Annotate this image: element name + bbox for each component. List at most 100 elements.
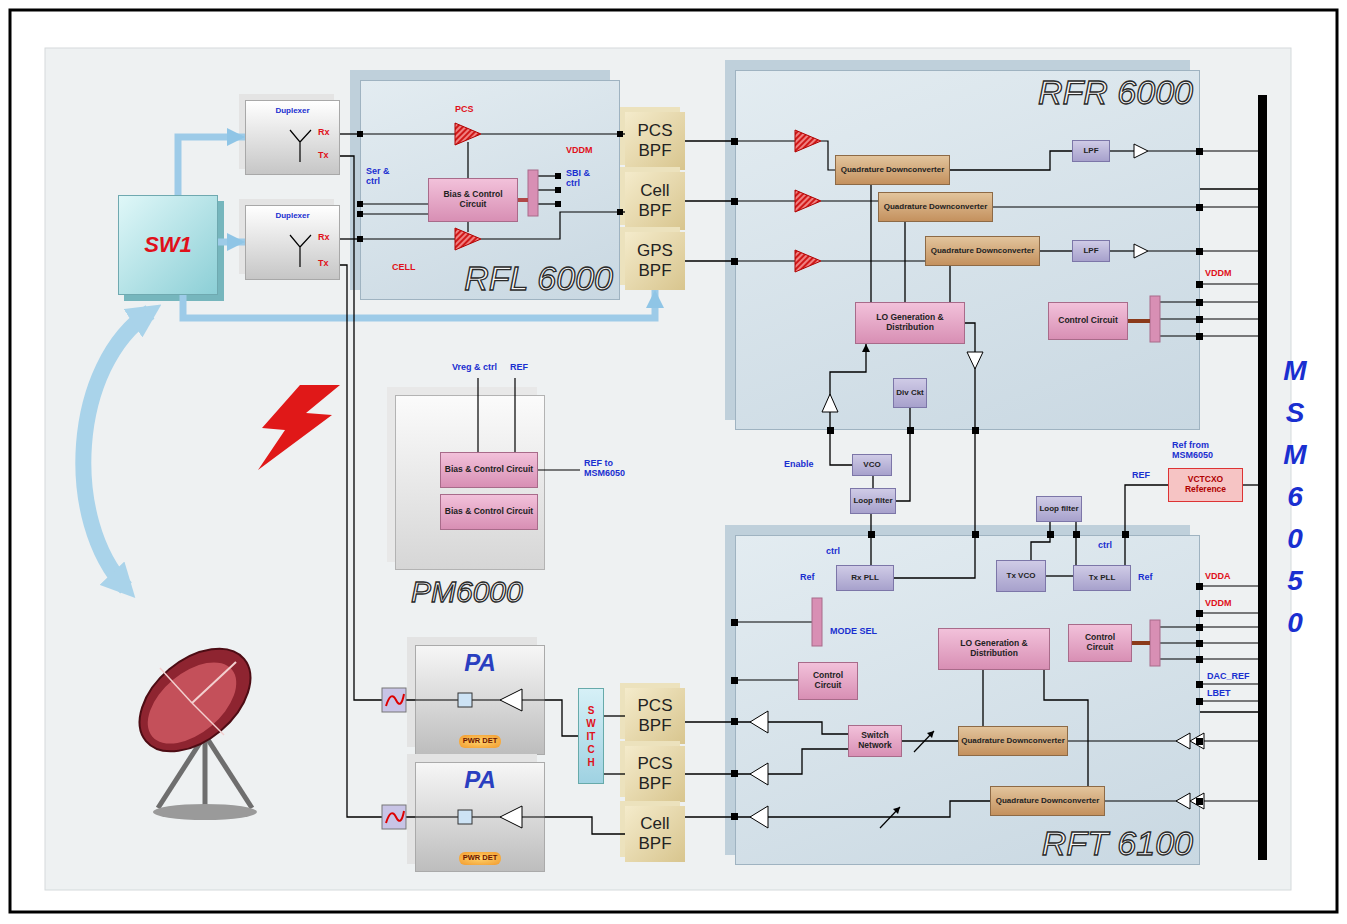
coupler-icon: [382, 805, 406, 829]
power-amplifier: PAPWR DET: [415, 645, 545, 755]
pll-block: Loop filter: [850, 488, 896, 514]
wire: [1068, 740, 1258, 741]
node-label: Bias & Control Circuit: [432, 190, 514, 210]
signal-label: SBI & ctrl: [566, 168, 602, 189]
control-block: LO Generation & Distribution: [938, 628, 1050, 670]
pin: [731, 770, 738, 777]
duplexer-block: Duplexer: [245, 205, 340, 280]
pin: [731, 619, 738, 626]
pin: [1196, 698, 1203, 705]
signal-label: REF: [1132, 470, 1150, 480]
driver-amp: [750, 711, 768, 733]
pin: [731, 138, 738, 145]
control-block: Control Circuit: [1068, 624, 1132, 662]
chip-name: RFR 6000: [1038, 75, 1193, 109]
wire: [1160, 642, 1258, 643]
bus-arrow: [1128, 319, 1150, 323]
control-block: Switch Network: [848, 725, 902, 757]
pin: [357, 201, 363, 207]
pin: [1196, 640, 1203, 647]
pin: [1196, 281, 1203, 288]
node-label: Quadrature Downconverter: [961, 736, 1065, 745]
dish-rib: [160, 668, 192, 703]
mux-block: [812, 598, 822, 646]
duplexer-block: Duplexer: [245, 100, 340, 175]
node-label: PCS BPF: [625, 696, 685, 735]
quadrature-converter: Quadrature Downconverter: [878, 192, 993, 222]
attenuator-symbol: [880, 807, 900, 828]
isolator-box: [458, 810, 472, 824]
node-label: Control Circuit: [802, 671, 854, 691]
signal-label: Ser & ctrl: [366, 166, 400, 187]
pll-block: LPF: [1072, 240, 1110, 262]
bandpass-filter: PCS BPF: [625, 688, 685, 744]
signal-line: [902, 740, 958, 741]
isolator-box: [458, 693, 472, 707]
node-label: Quadrature Downconverter: [931, 246, 1035, 255]
pin: [1196, 738, 1203, 745]
wire: [735, 621, 812, 622]
lna-symbol: [795, 190, 821, 212]
signal-line: [340, 238, 360, 239]
node-label: Cell BPF: [625, 814, 685, 853]
pin: [617, 131, 623, 137]
msm-bus: MSM6050: [1258, 95, 1318, 860]
quadrature-converter: Quadrature Downconverter: [958, 726, 1068, 756]
signal-line: [894, 323, 975, 578]
pin: [555, 173, 561, 179]
buffer-symbol: [1176, 793, 1190, 809]
power-module: PM6000Bias & Control CircuitBias & Contr…: [395, 395, 545, 570]
pin: [1196, 610, 1203, 617]
dish-leg: [203, 735, 208, 812]
signal-line: [949, 266, 950, 302]
signal-label: VDDM: [1205, 598, 1232, 608]
wire: [467, 222, 468, 232]
bandpass-filter: GPS BPF: [625, 232, 685, 290]
control-block: Control Circuit: [798, 662, 858, 700]
attenuator-symbol: [927, 731, 934, 738]
wire: [538, 469, 580, 470]
dish-feed: [192, 662, 236, 703]
pin: [357, 211, 363, 217]
node-label: Quadrature Downconverter: [884, 202, 988, 211]
node-label: MSM6050: [1281, 350, 1309, 644]
control-block: Bias & Control Circuit: [440, 452, 538, 488]
coupler-icon: [386, 694, 404, 706]
wire: [514, 378, 515, 452]
wire: [467, 142, 468, 178]
node-label: Div Ckt: [896, 388, 924, 397]
signal-label: Vreg & ctrl: [452, 362, 497, 372]
frame: [10, 10, 1337, 912]
control-block: Control Circuit: [1048, 302, 1128, 340]
bandpass-filter: PCS BPF: [625, 112, 685, 170]
bus-arrow: [518, 198, 528, 202]
wire: [1160, 301, 1258, 302]
pin: [1047, 531, 1054, 538]
rf-chip: RFT 6100Rx PLLTx VCOTx PLLControl Circui…: [735, 535, 1200, 865]
signal-label: Enable: [784, 459, 814, 469]
node-label: Tx VCO: [1007, 571, 1036, 580]
wire: [1148, 250, 1258, 251]
signal-label: MODE SEL: [830, 626, 877, 636]
signal-line: [685, 260, 735, 261]
pll-block: Tx VCO: [996, 560, 1046, 592]
pin: [1196, 624, 1203, 631]
coupler-icon: [386, 811, 404, 823]
mux-block: [1150, 620, 1160, 666]
pin: [1196, 316, 1203, 323]
coupler-icon: [382, 688, 406, 712]
signal-line: [1040, 250, 1072, 251]
driver-amp: [750, 763, 768, 785]
node-label: PCS BPF: [625, 754, 685, 793]
wire: [360, 213, 428, 214]
signal-label: Rx: [318, 232, 330, 242]
pin: [1196, 248, 1203, 255]
signal-line: [604, 773, 625, 774]
pll-block: Loop filter: [1036, 496, 1082, 522]
pin: [1196, 204, 1203, 211]
node-label: VCTCXO Reference: [1172, 475, 1239, 495]
pll-block: VCO: [852, 454, 892, 476]
pin: [972, 427, 979, 434]
signal-line: [545, 817, 625, 834]
